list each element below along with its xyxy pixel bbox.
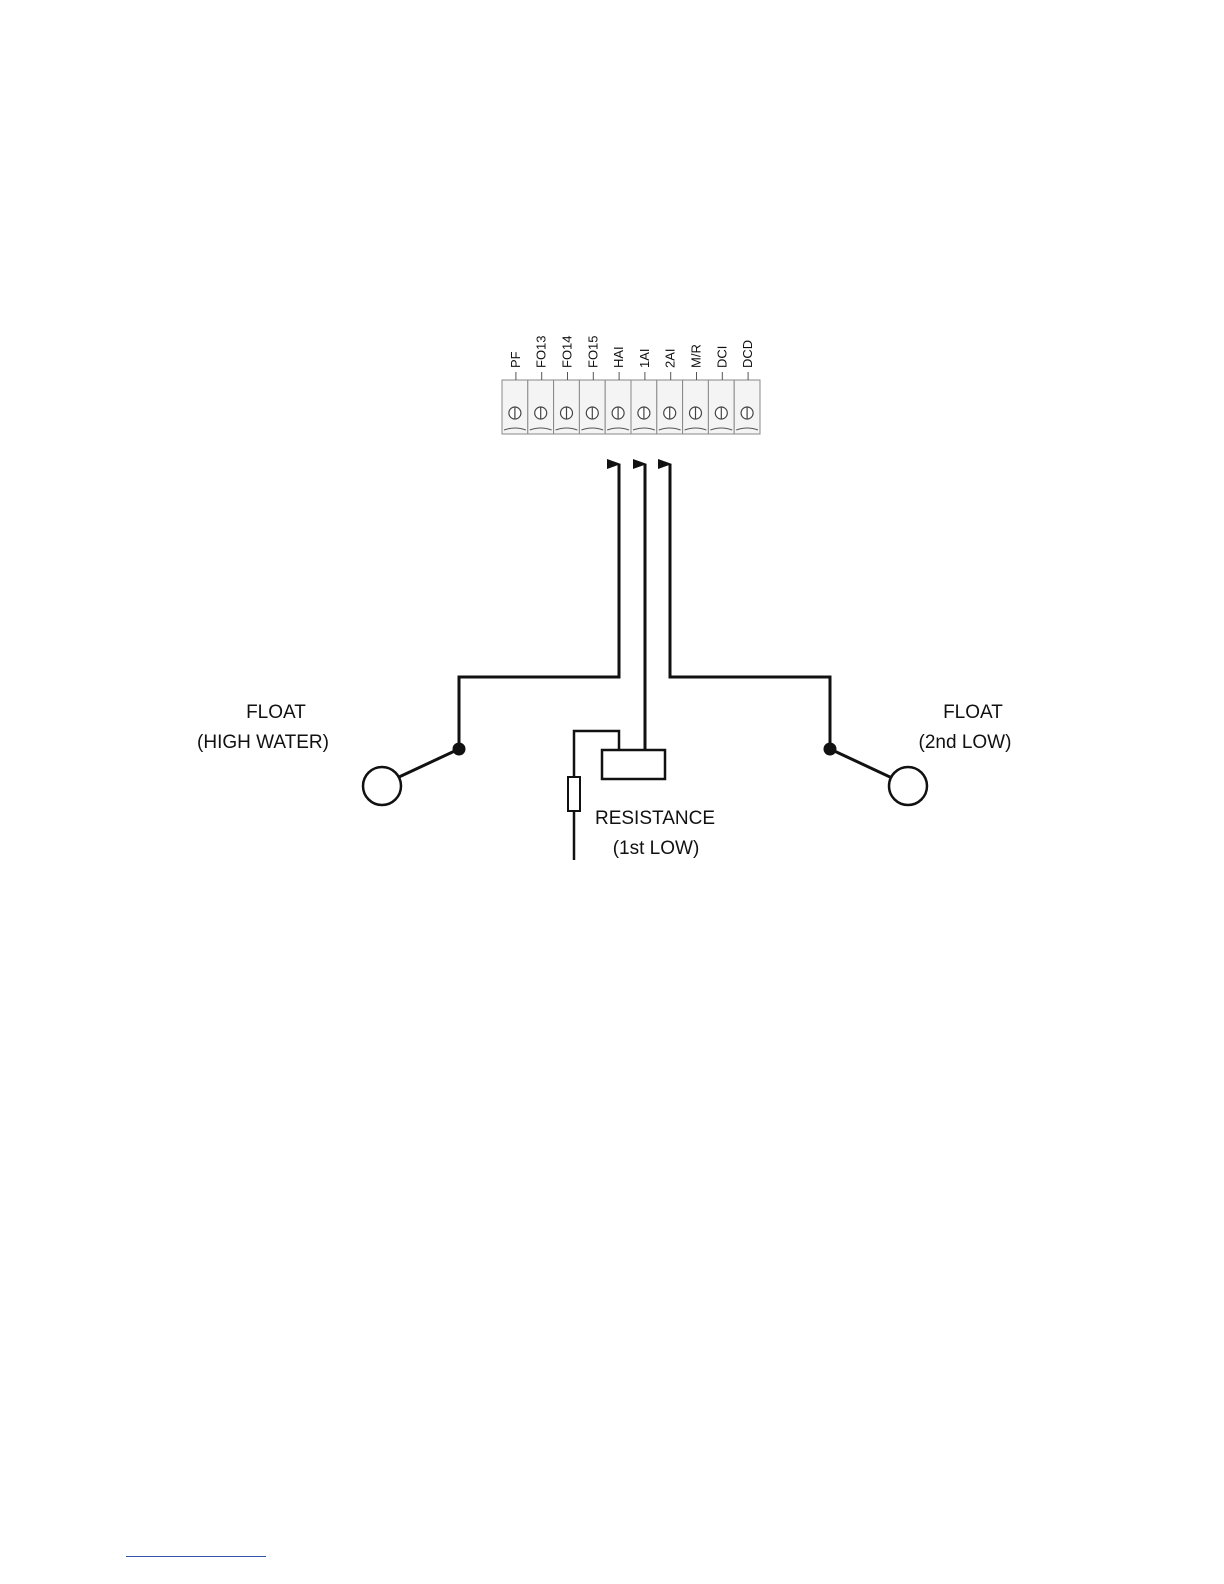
terminal-hai: HAI [605,346,631,434]
resistance-box [602,750,665,779]
terminal-m-r: M/R [683,344,709,434]
terminal-label: DCI [714,346,729,368]
terminal-dci: DCI [708,346,734,434]
terminal-2ai: 2AI [657,348,683,434]
terminal-label: M/R [689,344,704,368]
terminal-label: PF [508,351,523,368]
wire-hai-to-high-water-float [459,464,619,749]
terminal-dcd: DCD [734,340,760,434]
terminal-label: FO14 [560,335,575,368]
wire-2ai-to-2nd-low-float [670,464,830,749]
resistance-label-line2: (1st LOW) [613,838,700,859]
terminal-pf: PF [502,351,528,434]
float-high-water-pivot [453,743,466,756]
terminal-label: HAI [611,346,626,368]
terminal-label: FO13 [534,335,549,368]
footnote-separator [126,1556,266,1557]
float-2nd-low-label-line2: (2nd LOW) [919,732,1012,753]
terminal-fo14: FO14 [554,335,580,434]
float-high-water-label-line1: FLOAT [246,702,306,723]
float-2nd-low-symbol [824,743,928,806]
wires [459,464,830,750]
terminal-label: 1AI [637,348,652,368]
terminal-block: PF FO13 FO14 FO15 HAI 1AI 2AI M/R DCI DCD [502,335,760,434]
float-2nd-low-ball [889,767,927,805]
terminal-1ai: 1AI [631,348,657,434]
resistor-element [568,777,580,811]
terminal-fo13: FO13 [528,335,554,434]
terminal-label: FO15 [585,335,600,368]
resistance-label-line1: RESISTANCE [595,808,715,829]
float-high-water-ball [363,767,401,805]
float-2nd-low-label-line1: FLOAT [943,702,1003,723]
float-high-water-label-line2: (HIGH WATER) [197,732,329,753]
terminal-label: DCD [740,340,755,368]
terminal-label: 2AI [663,348,678,368]
float-2nd-low-pivot [824,743,837,756]
float-high-water-symbol [363,743,466,806]
terminal-fo15: FO15 [579,335,605,434]
